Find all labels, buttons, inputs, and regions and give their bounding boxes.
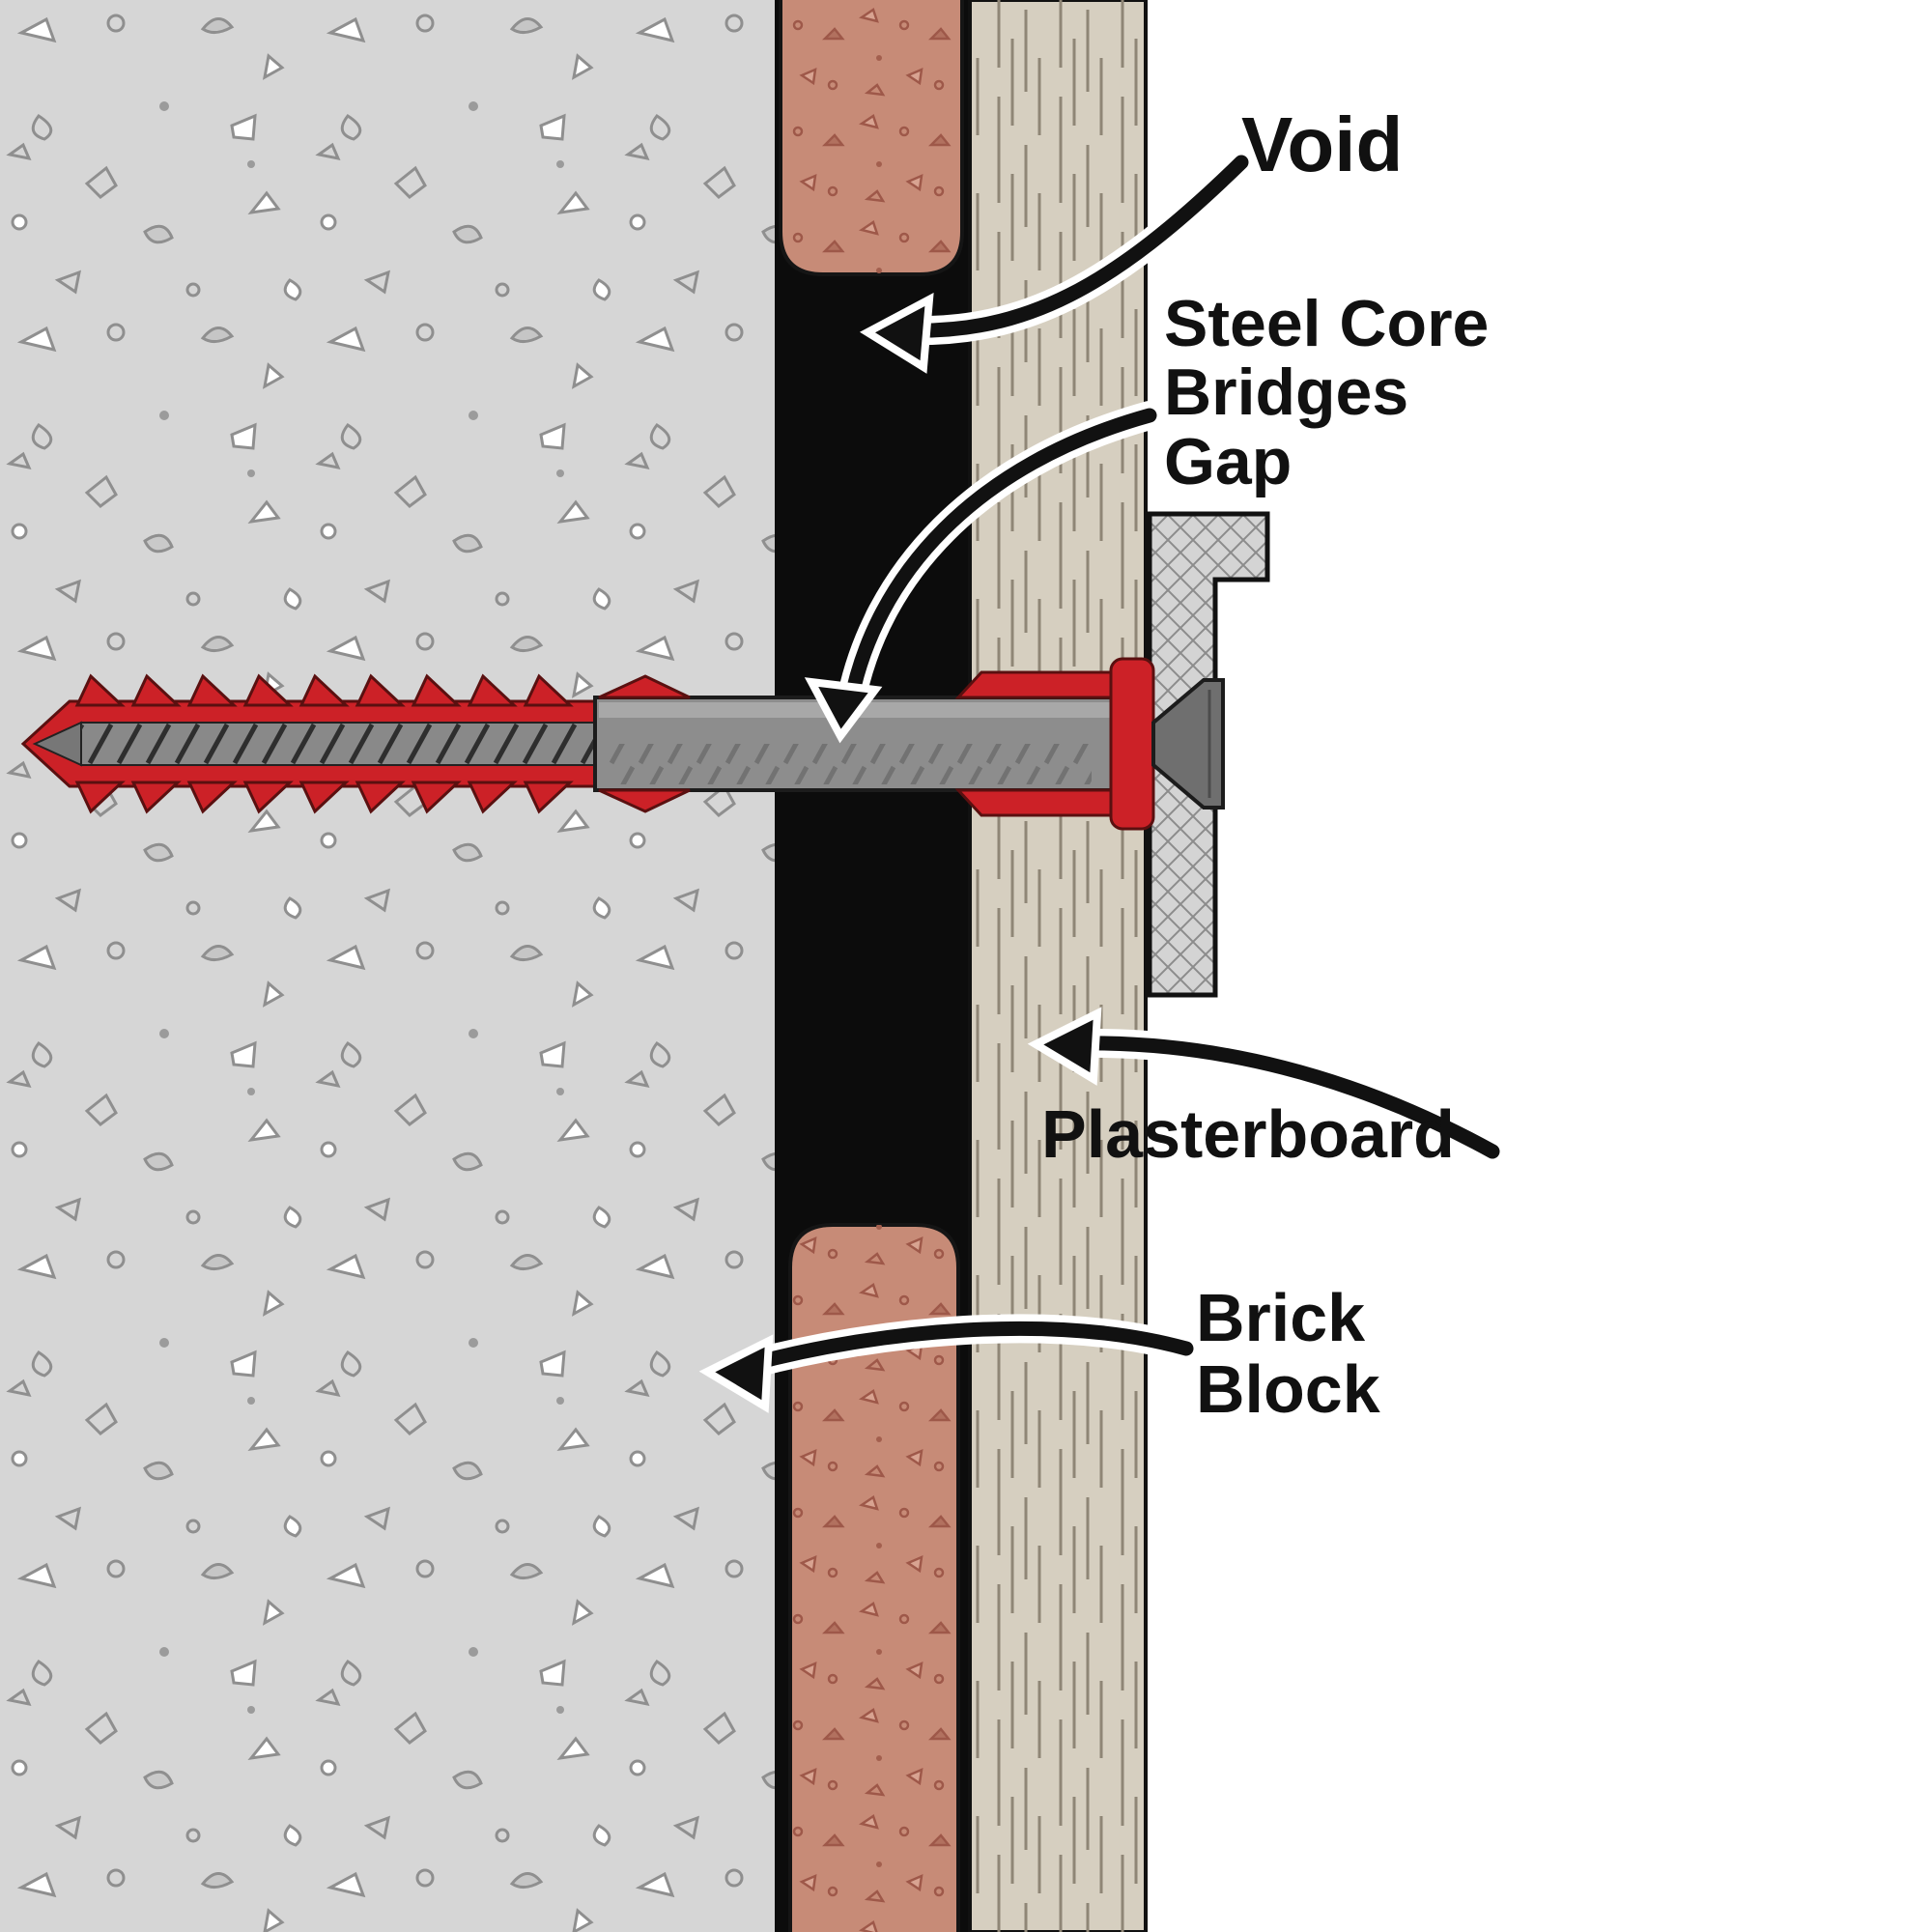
void-arrow [859,148,1256,374]
wall-anchor [20,657,1225,831]
anchor-red-wedge-bottom [598,788,691,813]
anchor-screw [32,721,596,767]
screw-head [1151,678,1225,810]
plasterboard-layer [968,0,1148,1932]
steel-core-sleeve [593,696,1148,792]
anchor-fins-top [74,673,574,707]
steel-core-label: Steel Core Bridges Gap [1164,287,1490,498]
anchor-red-wedge-top [598,674,691,699]
concrete-wall [0,0,779,1932]
brick-top [779,0,964,276]
steel-core-arrow [804,401,1164,744]
anchor-fins-bottom [74,781,574,814]
brick-bottom [788,1223,960,1932]
brick-block-arrow [698,1314,1201,1413]
brick-block-label: Brick Block [1196,1280,1380,1427]
void-label: Void [1241,101,1404,187]
plasterboard-label: Plasterboard [1041,1096,1455,1172]
anchor-collar [1109,657,1155,831]
plasterboard-arrow [1027,1007,1507,1166]
